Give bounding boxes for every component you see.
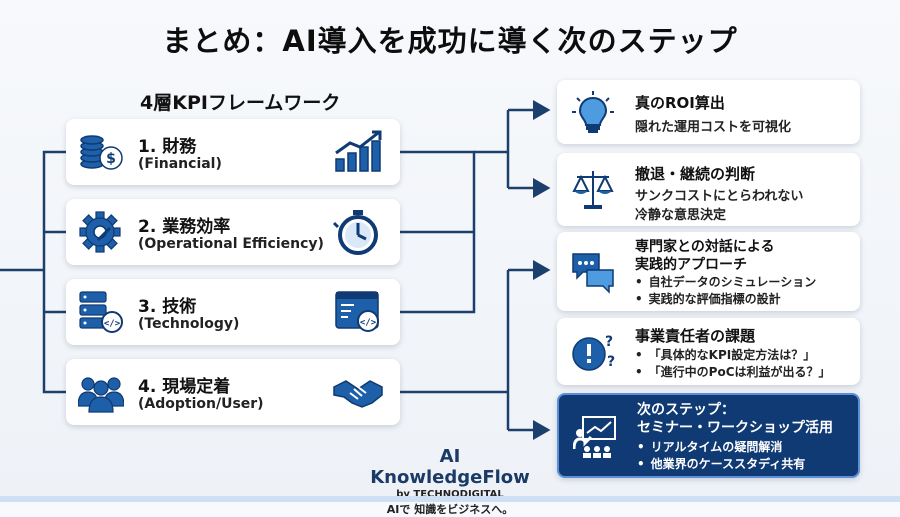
scales-icon	[572, 171, 614, 209]
code-window-icon: </>	[335, 291, 379, 332]
page-title: まとめ：AI導入を成功に導く次のステップ	[162, 24, 738, 58]
kpi-card-technology: </> 3. 技術 (Technology) </>	[66, 279, 400, 345]
step-head: 事業責任者の課題	[635, 327, 756, 345]
kpi-card-operational: 2. 業務効率 (Operational Efficiency)	[66, 199, 400, 265]
svg-text:?: ?	[605, 334, 613, 350]
step-card-judgement: 撤退・継続の判断 サンクコストにとらわれない 冷静な意思決定	[557, 153, 860, 226]
step-desc-line: 冷静な意思決定	[635, 208, 727, 223]
coins-icon: $	[80, 135, 123, 170]
kpi-name: 4. 現場定着	[138, 377, 231, 397]
handshake-icon	[333, 380, 383, 408]
kpi-sub: (Technology)	[138, 316, 240, 332]
stopwatch-icon	[332, 210, 378, 255]
step-head-line: セミナー・ワークショップ活用	[637, 420, 833, 436]
connector-lines	[0, 100, 551, 440]
step-card-issues: ? ? 事業責任者の課題 「具体的なKPI設定方法は？」 「進行中のPoCは利益…	[557, 318, 860, 385]
svg-text:?: ?	[607, 354, 615, 370]
brand-tagline: AIで 知識をビジネスへ。	[386, 503, 514, 516]
step-card-roi: 真のROI算出 隠れた運用コストを可視化	[557, 80, 860, 144]
bullet-item: 「具体的なKPI設定方法は？」	[635, 347, 831, 364]
bullet-item: リアルタイムの疑問解消	[637, 439, 805, 456]
step-desc-line: サンクコストにとらわれない	[635, 189, 804, 204]
step-card-dialogue: 専門家との対話による 実践的アプローチ 自社データのシミュレーション 実践的な評…	[557, 232, 860, 311]
kpi-name: 3. 技術	[138, 297, 197, 317]
step-head-line: 専門家との対話による	[635, 239, 775, 255]
step-bullets: リアルタイムの疑問解消 他業界のケーススタディ共有	[637, 439, 806, 473]
framework-title: 4層KPIフレームワーク	[140, 92, 341, 114]
step-bullets: 自社データのシミュレーション 実践的な評価指標の設計	[635, 274, 817, 308]
kpi-card-financial: $ 1. 財務 (Financial)	[66, 119, 400, 185]
step-bullets: 「具体的なKPI設定方法は？」 「進行中のPoCは利益が出る？」	[635, 347, 831, 381]
kpi-name: 2. 業務効率	[138, 217, 231, 237]
chat-bubbles-icon	[572, 253, 614, 294]
server-icon: </>	[79, 291, 123, 333]
lightbulb-icon	[572, 91, 614, 133]
kpi-card-adoption: 4. 現場定着 (Adoption/User)	[66, 359, 400, 425]
kpi-sub: (Operational Efficiency)	[138, 236, 324, 252]
step-head-line: 実践的アプローチ	[635, 257, 747, 273]
bullet-item: 「進行中のPoCは利益が出る？」	[635, 364, 831, 381]
bullet-item: 自社データのシミュレーション	[635, 274, 817, 291]
step-card-next-step: 次のステップ： セミナー・ワークショップ活用 リアルタイムの疑問解消 他業界のケ…	[557, 393, 860, 478]
step-head: 真のROI算出	[635, 94, 725, 112]
svg-text:$: $	[106, 151, 116, 167]
bullet-item: 他業界のケーススタディ共有	[637, 456, 806, 473]
kpi-sub: (Financial)	[138, 156, 222, 172]
question-exclaim-icon: ? ?	[572, 334, 615, 371]
bullet-item: 実践的な評価指標の設計	[635, 291, 816, 308]
step-head-line: 次のステップ：	[637, 402, 735, 418]
brand-block: AI KnowledgeFlow by TECHNODIGITAL AIで 知識…	[360, 446, 540, 517]
svg-text:</>: </>	[360, 318, 377, 328]
step-desc: 隠れた運用コストを可視化	[635, 120, 792, 135]
brand-byline: by TECHNODIGITAL	[396, 489, 504, 500]
bottom-accent-bar	[0, 496, 900, 502]
step-head: 撤退・継続の判断	[635, 165, 756, 183]
kpi-sub: (Adoption/User)	[138, 396, 264, 412]
kpi-name: 1. 財務	[138, 137, 197, 157]
growth-chart-icon	[335, 130, 382, 172]
users-icon	[78, 377, 124, 413]
presentation-icon	[573, 416, 616, 458]
gear-icon	[79, 211, 121, 253]
svg-text:</>: </>	[104, 319, 121, 329]
brand-name: AI KnowledgeFlow	[370, 446, 530, 488]
